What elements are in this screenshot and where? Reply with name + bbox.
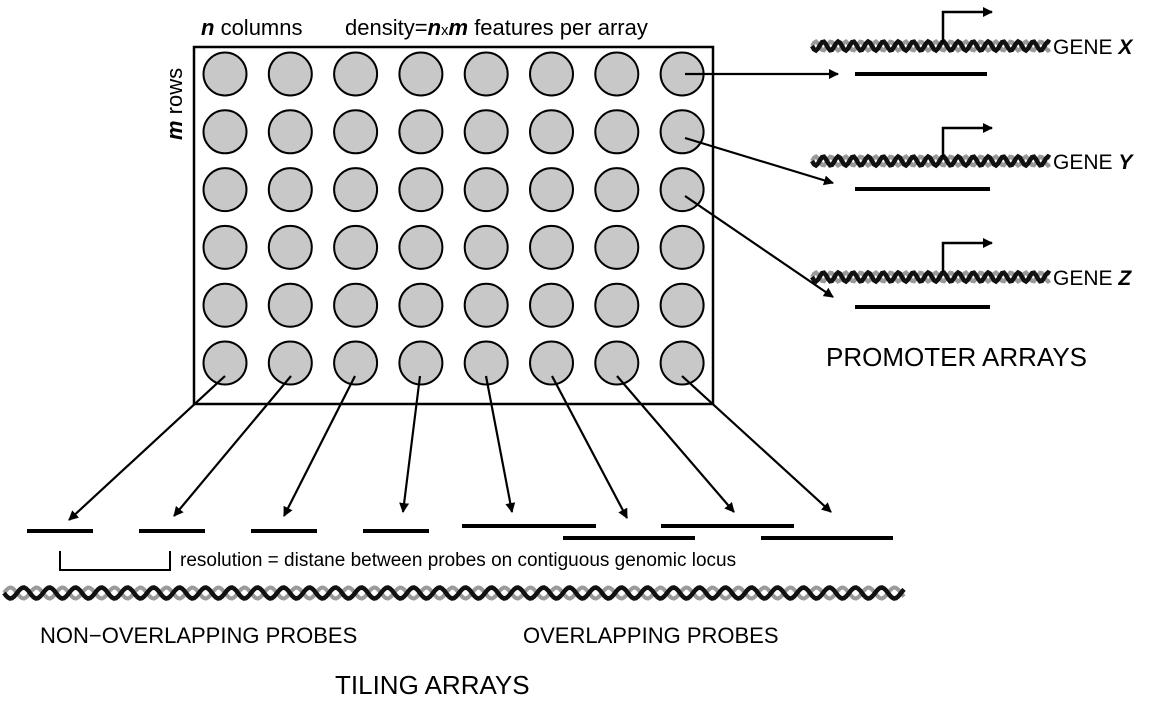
array-spot [463, 282, 509, 328]
array-spots [202, 51, 705, 386]
array-spot [267, 51, 313, 97]
array-spot [398, 282, 444, 328]
array-spot [659, 109, 705, 155]
array-spot [594, 167, 640, 213]
array-spot [594, 224, 640, 270]
array-spot [659, 282, 705, 328]
promoter-gene-y: GENE Y [810, 123, 1134, 191]
density-label: density=nxm features per array [345, 15, 648, 40]
tss-arrow-z [941, 238, 993, 272]
tiling-arrow-1 [68, 375, 226, 521]
tiling-arrays-title: TILING ARRAYS [335, 670, 530, 700]
array-spot [398, 109, 444, 155]
array-spot [529, 167, 574, 213]
array-spot [333, 167, 379, 213]
dna-strand-light [2, 585, 906, 601]
array-spot [463, 51, 509, 97]
overlapping-probes-label: OVERLAPPING PROBES [523, 623, 779, 648]
tiling-arrow-7 [616, 375, 735, 513]
array-spot [267, 340, 313, 386]
array-spot [267, 224, 313, 270]
rows-label: m rows [162, 68, 187, 140]
arrow-to-gene-y [684, 136, 834, 186]
array-spot [529, 224, 574, 270]
tiling-arrow-4 [399, 375, 422, 513]
tss-arrow-x [941, 7, 993, 43]
array-spot [398, 51, 444, 97]
array-spot [202, 51, 248, 97]
resolution-bracket [59, 551, 171, 571]
dna-strand-dark [2, 585, 906, 601]
array-spot [463, 167, 509, 213]
array-spot [463, 340, 509, 386]
array-spot [594, 109, 640, 155]
dna-strand-dark [810, 38, 1052, 54]
tiling-arrow-5 [484, 375, 516, 513]
dna-helix-x [810, 38, 1052, 54]
tiling-probes [27, 524, 893, 540]
array-spot [333, 224, 379, 270]
array-spot [202, 224, 248, 270]
arrow-to-gene-z [684, 195, 834, 298]
tiling-arrow-8 [681, 375, 832, 513]
gene-y-label: GENE Y [1053, 151, 1134, 174]
array-spot [267, 167, 313, 213]
array-spot [594, 51, 640, 97]
array-spot [529, 109, 574, 155]
array-spot [398, 167, 444, 213]
promoter-gene-z: GENE Z [810, 238, 1132, 309]
array-spot [463, 224, 509, 270]
promoter-arrays-title: PROMOTER ARRAYS [826, 342, 1087, 372]
dna-helix-tiling [2, 585, 906, 601]
columns-label: n columns [201, 15, 303, 40]
array-spot [529, 282, 574, 328]
array-spot [202, 282, 248, 328]
array-spot [333, 340, 379, 386]
dna-strand-dark [810, 269, 1052, 285]
tss-arrow-y [941, 123, 993, 157]
resolution-note: resolution = distane between probes on c… [180, 550, 736, 571]
array-spot [659, 340, 705, 386]
tiling-arrow-3 [283, 375, 356, 517]
array-spot [659, 224, 705, 270]
array-spot [333, 109, 379, 155]
promoter-gene-x: GENE X [810, 7, 1134, 76]
tiling-arrow-2 [173, 375, 292, 517]
array-spot [267, 282, 313, 328]
array-spot [594, 282, 640, 328]
promoter-arrows [684, 69, 839, 298]
tiling-arrow-6 [551, 375, 628, 519]
array-spot [202, 109, 248, 155]
array-spot [398, 340, 444, 386]
tiling-arrows [68, 375, 832, 521]
array-spot [594, 340, 640, 386]
gene-z-label: GENE Z [1053, 267, 1132, 290]
dna-helix-z [810, 269, 1052, 285]
array-spot [529, 51, 574, 97]
non-overlapping-probes-label: NON−OVERLAPPING PROBES [40, 623, 357, 648]
array-spot [333, 51, 379, 97]
gene-x-label: GENE X [1053, 36, 1134, 59]
array-spot [463, 109, 509, 155]
dna-strand-dark [810, 153, 1052, 169]
array-spot [398, 224, 444, 270]
array-spot [202, 167, 248, 213]
array-spot [267, 109, 313, 155]
array-spot [202, 340, 248, 386]
dna-helix-y [810, 153, 1052, 169]
array-spot [333, 282, 379, 328]
array-spot [529, 340, 574, 386]
